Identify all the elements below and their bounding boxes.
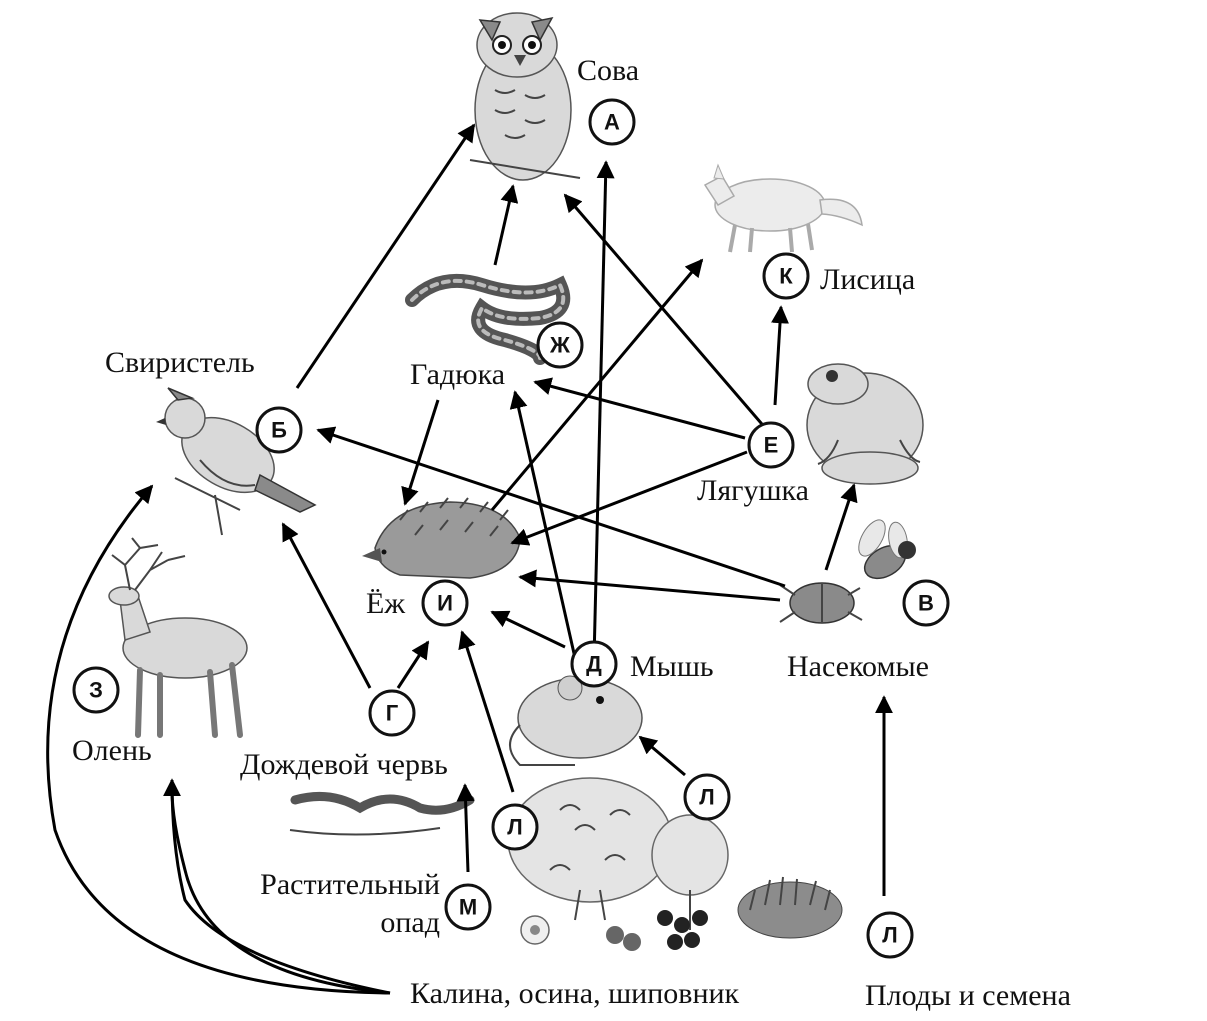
hedgehog-icon xyxy=(362,497,521,579)
svg-text:В: В xyxy=(918,591,934,616)
svg-text:Ж: Ж xyxy=(549,333,570,358)
badge-z: З xyxy=(72,666,120,714)
arrow-waxwing-owl xyxy=(295,123,476,389)
arrow-viper-hedgehog xyxy=(401,399,440,506)
label-frog: Лягушка xyxy=(697,474,809,507)
grass-icon xyxy=(737,876,843,939)
svg-text:М: М xyxy=(459,895,477,920)
svg-text:Е: Е xyxy=(764,433,779,458)
arrow-viper-owl xyxy=(493,184,519,266)
label-earthworm: Дождевой червь xyxy=(240,748,448,781)
arrows xyxy=(46,123,893,995)
arrow-frog-owl xyxy=(563,193,769,431)
badge-zh: Ж xyxy=(536,321,584,369)
badge-v: В xyxy=(902,579,950,627)
arrow-mouse-owl xyxy=(592,160,615,661)
badge-l-fruits: Л xyxy=(866,911,914,959)
mouse-icon xyxy=(509,675,643,766)
label-fox: Лисица xyxy=(820,263,915,296)
label-viper: Гадюка xyxy=(410,358,505,391)
waxwing-icon xyxy=(156,387,317,536)
arrow-plants-mouse xyxy=(638,735,686,777)
label-waxwing: Свиристель xyxy=(105,346,255,379)
earthworm-icon xyxy=(289,791,475,836)
shrubs-icon xyxy=(507,777,729,930)
svg-text:А: А xyxy=(604,110,620,135)
beetle-icon xyxy=(779,582,863,624)
label-insects: Насекомые xyxy=(787,650,929,683)
label-fruits: Плоды и семена xyxy=(865,979,1071,1012)
label-mouse: Мышь xyxy=(630,650,714,683)
berries-icon xyxy=(520,910,708,951)
arrow-mouse-viper xyxy=(509,390,582,681)
arrow-mouse-hedgehog xyxy=(490,610,566,649)
badge-l-plants: Л xyxy=(491,803,539,851)
badge-a: А xyxy=(588,98,636,146)
badge-b: Б xyxy=(255,406,303,454)
svg-text:З: З xyxy=(89,678,103,703)
frog-icon xyxy=(806,363,924,485)
arrow-plants-waxwing xyxy=(46,484,391,995)
arrow-insects-frog xyxy=(824,483,858,571)
viper-icon xyxy=(405,273,571,365)
arrow-hedgehog-fox xyxy=(490,258,704,511)
arrow-insects-waxwing xyxy=(316,426,786,588)
badge-d: Д xyxy=(570,640,618,688)
fly-icon xyxy=(858,519,916,580)
badge-k: К xyxy=(762,252,810,300)
arrow-insects-hedgehog xyxy=(518,569,781,602)
svg-text:К: К xyxy=(779,264,793,289)
arrow-frog-viper xyxy=(533,377,746,440)
label-deer: Олень xyxy=(72,734,152,767)
deer-icon xyxy=(108,537,248,738)
arrow-frog-fox xyxy=(771,305,789,406)
arrow-litter-worm xyxy=(456,783,475,873)
arrow-worm-waxwing xyxy=(281,522,372,689)
svg-text:Б: Б xyxy=(271,418,287,443)
arrow-worm-hedgehog xyxy=(396,640,430,689)
label-owl: Сова xyxy=(577,54,639,87)
arrow-plants-deer xyxy=(163,778,391,995)
arrow-plants-hedgehog xyxy=(458,630,515,793)
badge-g: Г xyxy=(368,689,416,737)
svg-text:Л: Л xyxy=(699,785,714,810)
arrow-frog-hedgehog xyxy=(510,450,748,546)
badge-m: М xyxy=(444,883,492,931)
owl-icon xyxy=(469,12,581,181)
svg-text:Г: Г xyxy=(386,701,399,726)
label-hedgehog: Ёж xyxy=(366,587,405,620)
svg-text:Л: Л xyxy=(507,815,522,840)
badge-e: Е xyxy=(747,421,795,469)
badge-l-mouse: Л xyxy=(683,773,731,821)
label-litter-line1: Растительный xyxy=(260,868,440,901)
svg-text:И: И xyxy=(437,591,453,616)
badge-i: И xyxy=(421,579,469,627)
label-plants: Калина, осина, шиповник xyxy=(410,977,740,1010)
label-litter-line2: опад xyxy=(380,906,440,939)
fox-icon xyxy=(703,163,863,253)
svg-text:Д: Д xyxy=(586,652,602,677)
svg-text:Л: Л xyxy=(882,923,897,948)
